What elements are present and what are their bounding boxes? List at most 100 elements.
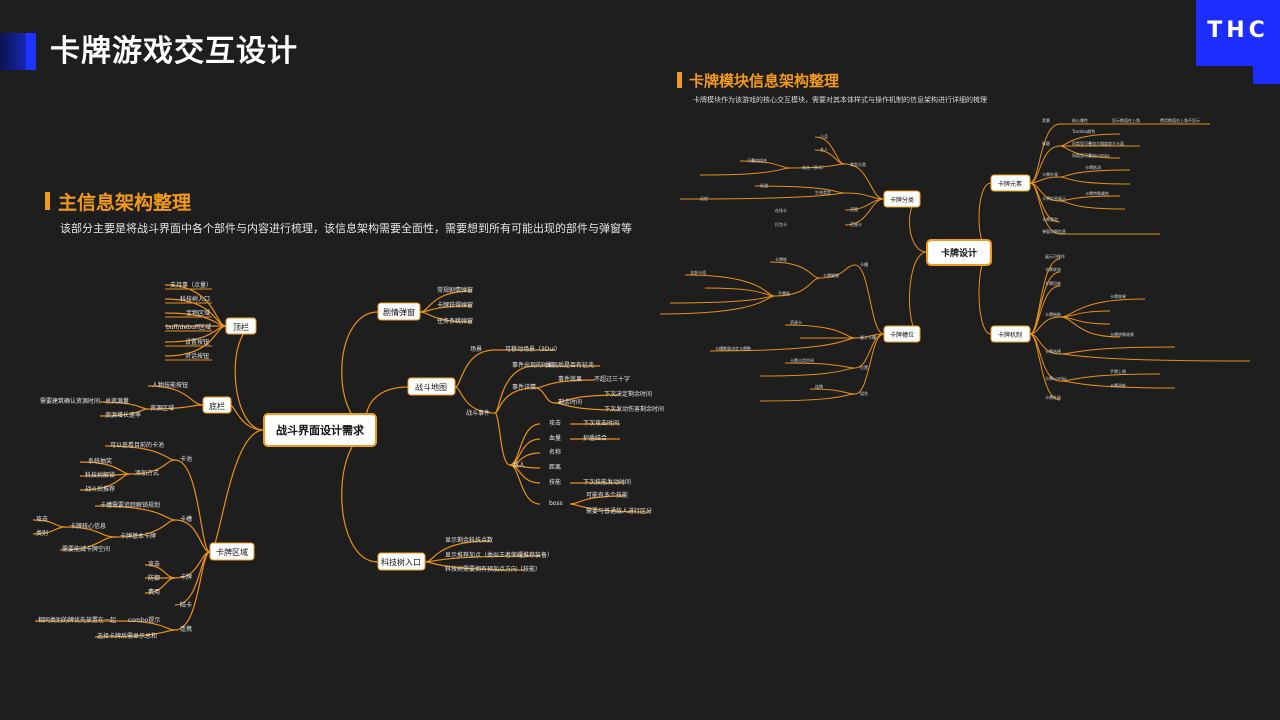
branch-tech-tree-label: 科技树入口 (381, 557, 421, 567)
leaf-text: 卡牌 (180, 573, 192, 581)
leaf-text: 费用数值右上角不显示 (1160, 117, 1200, 123)
branch-battle-map-label: 战斗地图 (415, 382, 447, 392)
branch-bottom-bar-label: 底栏 (209, 401, 225, 411)
leaf-text: 出现后是否有征兆 (546, 361, 594, 369)
branch-bottom-bar[interactable] (202, 396, 232, 414)
leaf-text: 卡牌外观 (1042, 171, 1058, 177)
leaf-text: 科技树入口 (180, 295, 210, 303)
branch-card-area[interactable] (209, 542, 255, 561)
branch-tech-tree[interactable] (377, 552, 426, 571)
leaf-text: 卡牌抵消 (1085, 164, 1101, 170)
leaf-text: 攻击 (36, 515, 48, 523)
leaf-text: 选择卡牌后需显示总和 (97, 632, 157, 640)
branch-classify[interactable] (883, 190, 921, 208)
branch-element[interactable] (990, 174, 1031, 192)
leaf-text: 远程 (700, 195, 708, 201)
leaf-text: 卡槽 (860, 261, 868, 267)
branch-stack[interactable] (883, 325, 921, 343)
branch-mechanism[interactable] (990, 325, 1031, 343)
leaf-text: 近战 (760, 182, 768, 188)
leaf-text: 事件出现的时机 (512, 361, 554, 369)
leaf-text: 卡牌占用空间 (790, 357, 814, 363)
leaf-text: 卡牌特殊效果 (1110, 331, 1134, 337)
leaf-text: 卡牌回收 (1045, 280, 1061, 286)
leaf-text: 在场卡 (775, 207, 787, 213)
leaf-text: 添加方式 (135, 469, 159, 477)
leaf-text: 攻击 (549, 419, 561, 427)
leaf-text: 范围卡 (850, 221, 862, 227)
leaf-text: 下次攻击时间 (583, 419, 619, 427)
leaf-text: 手牌堆 (778, 290, 790, 296)
branch-mechanism-label: 卡牌机制 (998, 331, 1022, 339)
leaf-text: 下次发动伤害剩余时间 (604, 405, 664, 413)
leaf-text: 剩余时间 (558, 398, 582, 406)
leaf-text: 标题 (1042, 140, 1050, 146)
right-root-node[interactable] (926, 239, 992, 266)
leaf-text: 卡牌解锁 (823, 272, 839, 278)
leaf-text: 卡牌核心信息 (70, 522, 106, 530)
leaf-text: 卡牌堆 (775, 256, 787, 262)
leaf-text: 卡池 (180, 455, 192, 463)
left-root-node[interactable] (263, 413, 377, 447)
leaf-text: 同类型可叠加combo (1072, 152, 1110, 158)
leaf-text: 任务条跳弹窗 (437, 317, 473, 325)
leaf-text: 卡牌获得弹窗 (437, 301, 473, 309)
brand-logo (1196, 0, 1280, 66)
leaf-text: 显示数值在上角 (1112, 117, 1140, 123)
leaf-text: 最大卡槽 (860, 334, 876, 340)
branch-top-bar[interactable] (225, 317, 257, 335)
leaf-text: 卡牌状态 (1045, 266, 1061, 272)
right-section-desc: 卡牌模块作为该游戏的核心交互模块，需要对其本体样式与操作机制的信息架构进行详细的… (693, 96, 987, 104)
leaf-text: 打包卡 (775, 221, 787, 227)
leaf-text: 下次技能发动时间 (583, 478, 631, 486)
left-root-label: 战斗界面设计需求 (276, 423, 365, 437)
leaf-text: 需要与普通敌人进行区分 (586, 507, 652, 515)
leaf-text: 卡牌消耗 (1110, 382, 1126, 388)
leaf-text: 名称 (549, 448, 561, 456)
leaf-text: 人物技能按钮 (152, 381, 188, 389)
title-accent-bar (26, 33, 36, 70)
leaf-text: 支持事（点量） (170, 281, 212, 289)
branch-card-area-label: 卡牌区域 (216, 547, 248, 557)
leaf-text: 战斗后推荐 (85, 485, 115, 493)
leaf-text: 连携 (815, 383, 823, 389)
leaf-text: 类别 (36, 529, 48, 537)
branch-plot-popup-label: 剧情弹窗 (383, 307, 415, 317)
leaf-text: 距离 (549, 463, 561, 471)
leaf-text: 类型分类 (850, 161, 866, 167)
leaf-text: 血量 (549, 434, 561, 442)
leaf-text: 需要建筑确认资源时间 (40, 397, 100, 405)
leaf-text: buff/debuff区域 (166, 323, 211, 331)
leaf-text: 可移动场景（3Dui） (505, 345, 561, 353)
leaf-text: 卡槽 (180, 515, 192, 523)
leaf-text: 事件详情 (512, 383, 536, 391)
right-root-label: 卡牌设计 (941, 247, 977, 259)
leaf-text: 敌人 (513, 461, 525, 469)
leaf-text: 可叠加组合 (747, 157, 767, 163)
leaf-text: 需要能减卡牌空间 (62, 545, 110, 553)
branch-plot-popup[interactable] (377, 302, 421, 321)
left-section-title: 主信息架构整理 (58, 192, 192, 214)
leaf-text: 卡牌升级 (1045, 394, 1061, 400)
leaf-text: 事件效果 (558, 375, 582, 383)
leaf-text: 连携 (180, 625, 192, 633)
right-section-bar (677, 72, 682, 88)
leaf-text: 小品 (820, 133, 828, 139)
leaf-text: 攻击 (148, 560, 160, 568)
left-section-bar (45, 192, 50, 210)
leaf-text: 费用 (148, 588, 160, 596)
leaf-text: 总资源量 (105, 397, 129, 405)
leaf-text: 显示剩余科技点数 (445, 536, 493, 544)
leaf-text: 常规剧情弹窗 (437, 286, 473, 294)
leaf-text: 卡槽数量决定卡牌数 (715, 345, 751, 351)
leaf-text: 攻击（多米） (802, 164, 826, 170)
leaf-text: 卡牌基本卡牌 (120, 532, 156, 540)
leaf-text: 设置按钮 (185, 338, 209, 346)
right-section-title: 卡牌模块信息架构整理 (689, 72, 840, 90)
leaf-text: 生效类型 (815, 189, 831, 195)
leaf-text: 背景 (1042, 117, 1050, 123)
leaf-text: 同类型可叠加大幅度放大卡面 (1072, 140, 1124, 146)
branch-battle-map[interactable] (407, 377, 456, 396)
leaf-text: 卡牌combo (1045, 375, 1067, 381)
leaf-text: 位置 (860, 364, 868, 370)
